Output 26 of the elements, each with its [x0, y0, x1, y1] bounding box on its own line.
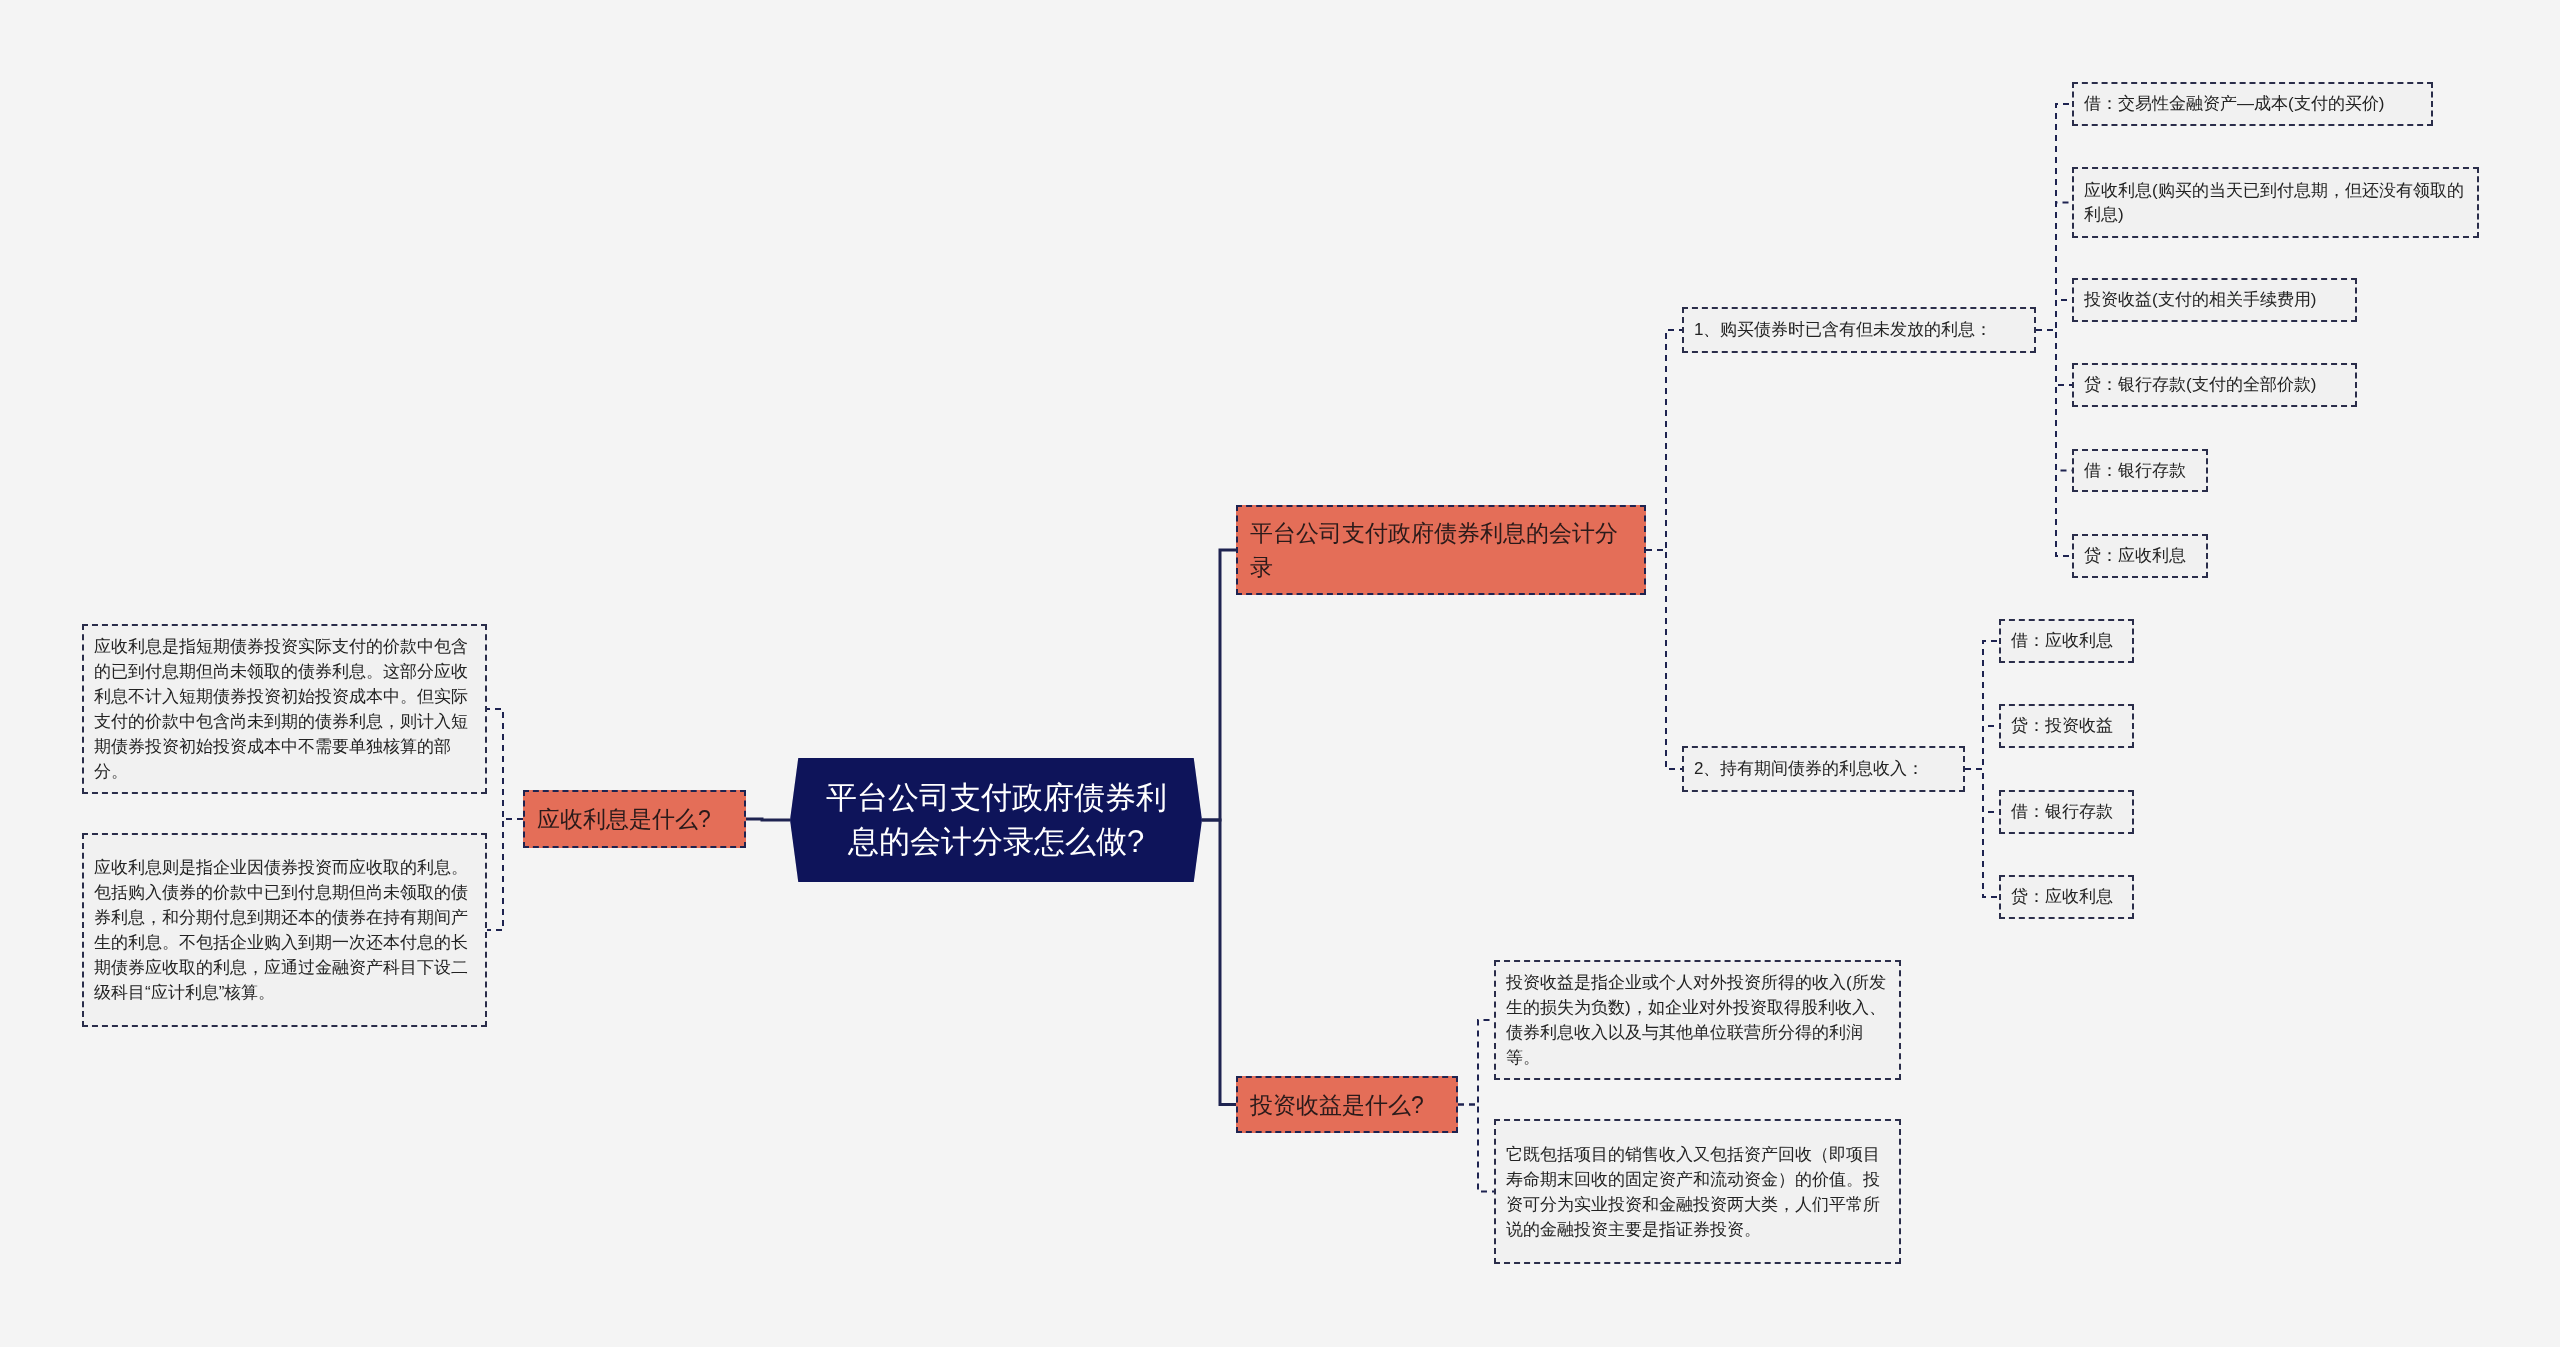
entry-box: 借：交易性金融资产—成本(支付的买价)	[2072, 82, 2433, 126]
text-box: 应收利息是指短期债券投资实际支付的价款中包含的已到付息期但尚未领取的债券利息。这部分应收利息不计入短期债券投资初始投资成本中。但实际支付的价款中包含尚未到期的债券利息，则计入短期债券投资初始投资成本中不需要单独核算的部分。	[82, 624, 487, 794]
entry-box: 贷：应收利息	[2072, 534, 2208, 578]
connector-line	[1202, 818, 1236, 1106]
entry-box: 贷：应收利息	[1999, 875, 2134, 919]
central-topic: 平台公司支付政府债券利息的会计分录怎么做?	[790, 758, 1202, 882]
text-box: 它既包括项目的销售收入又包括资产回收（即项目寿命期末回收的固定资产和流动资金）的价值。投资可分为实业投资和金融投资两大类，人们平常所说的金融投资主要是指证券投资。	[1494, 1119, 1901, 1264]
entry-box: 应收利息(购买的当天已到付息期，但还没有领取的利息)	[2072, 167, 2479, 238]
entry-box: 投资收益(支付的相关手续费用)	[2072, 278, 2357, 322]
entry-box: 借：应收利息	[1999, 619, 2134, 663]
text-box: 投资收益是指企业或个人对外投资所得的收入(所发生的损失为负数)，如企业对外投资取得股利收入、债券利息收入以及与其他单位联营所分得的利润等。	[1494, 960, 1901, 1080]
entry-box: 1、购买债券时已含有但未发放的利息：	[1682, 307, 2036, 353]
connector-line	[1964, 768, 2000, 898]
connector-line	[486, 818, 524, 931]
topic-box: 应收利息是什么?	[523, 790, 746, 848]
entry-box: 借：银行存款	[1999, 790, 2134, 834]
connector-line	[1645, 549, 1683, 770]
topic-box: 投资收益是什么?	[1236, 1076, 1458, 1133]
text-box: 应收利息则是指企业因债券投资而应收取的利息。包括购入债券的价款中已到付息期但尚未领取的债券利息，和分期付息到期还本的债券在持有期间产生的利息。不包括企业购入到期一次还本付息的长期债券应收取的利息，应通过金融资产科目下设二级科目“应计利息”核算。	[82, 833, 487, 1027]
entry-box: 2、持有期间债券的利息收入：	[1682, 746, 1965, 792]
entry-box: 贷：投资收益	[1999, 704, 2134, 748]
entry-box: 借：银行存款	[2072, 449, 2208, 492]
connector-line	[746, 817, 790, 822]
connector-line	[1457, 1103, 1495, 1193]
topic-box: 平台公司支付政府债券利息的会计分录	[1236, 505, 1646, 595]
entry-box: 贷：银行存款(支付的全部价款)	[2072, 363, 2357, 407]
